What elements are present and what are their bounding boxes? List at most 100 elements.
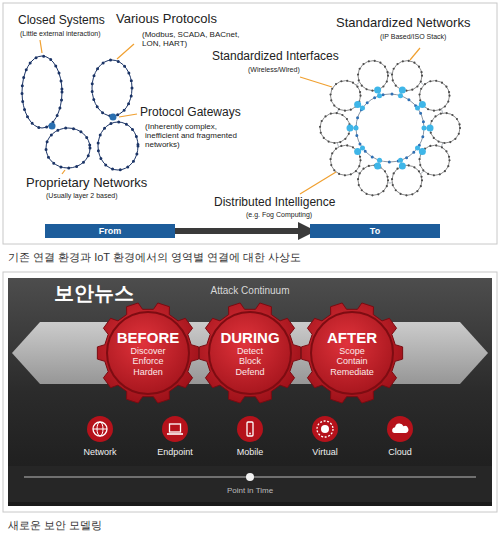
ring-dots bbox=[22, 56, 62, 128]
axis-label: Point in Time bbox=[190, 486, 310, 495]
sub-ring bbox=[419, 145, 449, 175]
callout-note: (Wireless/Wired) bbox=[248, 66, 348, 74]
phase-bar: From bbox=[45, 224, 175, 238]
phase-gear: AFTERScope Contain Remediate bbox=[300, 301, 404, 405]
closed-rings bbox=[22, 56, 138, 170]
bar-label: From bbox=[99, 224, 122, 238]
core-ring bbox=[356, 94, 424, 162]
leader-line bbox=[119, 114, 137, 117]
phase-title: DURING bbox=[220, 329, 279, 346]
phase-bar: To bbox=[310, 224, 440, 238]
interface-dot bbox=[360, 145, 365, 150]
platform-icon: Virtual bbox=[295, 416, 355, 460]
interface-dot bbox=[427, 125, 434, 132]
sub-dots bbox=[430, 113, 460, 143]
continuum-arrow bbox=[12, 322, 488, 384]
icon-label: Mobile bbox=[220, 447, 280, 458]
gateway-dot bbox=[49, 123, 56, 130]
interface-dot bbox=[415, 106, 420, 111]
icon-badge bbox=[87, 416, 113, 442]
leader-line bbox=[62, 170, 65, 174]
dark-ground bbox=[8, 278, 492, 506]
core-dots bbox=[356, 94, 424, 162]
ring bbox=[22, 56, 62, 128]
leader-line bbox=[300, 77, 332, 87]
interface-dot bbox=[377, 158, 382, 163]
phase-steps: Discover Enforce Harden bbox=[108, 346, 188, 378]
time-dot bbox=[246, 473, 254, 481]
sub-dots bbox=[419, 81, 449, 111]
callout-title: Proprietary Networks bbox=[26, 176, 196, 191]
sub-ring bbox=[358, 165, 388, 195]
sub-ring bbox=[392, 61, 422, 91]
sub-dots bbox=[358, 61, 388, 91]
panel-frame bbox=[3, 3, 497, 244]
platform-icon: Network bbox=[70, 416, 130, 460]
platform-icon: Mobile bbox=[220, 416, 280, 460]
icon-badge bbox=[312, 416, 338, 442]
interface-dot bbox=[354, 101, 361, 108]
icon-badge bbox=[387, 416, 413, 442]
callout-title: Various Protocols bbox=[116, 12, 256, 27]
ring bbox=[98, 122, 138, 170]
sub-ring bbox=[331, 81, 361, 111]
ring-dots bbox=[46, 128, 90, 168]
callout-title: Standardized Networks bbox=[336, 16, 496, 31]
interface-dot bbox=[399, 163, 406, 170]
flow-arrow bbox=[175, 228, 310, 234]
figure-caption: 기존 연결 환경과 IoT 환경에서의 영역별 연결에 대한 사상도 bbox=[8, 251, 496, 264]
panel-frame bbox=[3, 272, 497, 512]
callout-note: (e.g. Fog Computing) bbox=[246, 211, 356, 219]
sub-ring bbox=[320, 113, 350, 143]
sub-dots bbox=[331, 145, 361, 175]
phase-title: BEFORE bbox=[117, 329, 180, 346]
sub-dots bbox=[331, 81, 361, 111]
leader-line bbox=[117, 44, 134, 59]
callout-note: (Little external interaction) bbox=[20, 30, 150, 38]
callout-note: (IP Based/ISO Stack) bbox=[380, 33, 490, 41]
ring bbox=[92, 60, 132, 116]
sub-ring bbox=[358, 61, 388, 91]
sub-dots bbox=[320, 113, 350, 143]
callout-note: (Modbus, SCADA, BACnet, LON, HART) bbox=[142, 30, 242, 48]
interface-dot bbox=[415, 145, 420, 150]
callout-title: Distributed Intelligence bbox=[214, 196, 364, 210]
ring-dots bbox=[98, 122, 138, 170]
interface-dot bbox=[419, 148, 426, 155]
interface-dot bbox=[377, 93, 382, 98]
phase-gear: DURINGDetect Block Defend bbox=[198, 301, 302, 405]
leader-line bbox=[410, 48, 420, 60]
icon-badge bbox=[162, 416, 188, 442]
platform-icon: Endpoint bbox=[145, 416, 205, 460]
interface-dot bbox=[399, 86, 406, 93]
interface-dot bbox=[354, 126, 359, 131]
sub-dots bbox=[392, 61, 422, 91]
sub-dots bbox=[358, 165, 388, 195]
icon-label: Virtual bbox=[295, 447, 355, 458]
interface-dot bbox=[422, 126, 427, 131]
sub-dots bbox=[419, 145, 449, 175]
figure-caption: 새로운 보안 모델링 bbox=[8, 519, 496, 532]
callout-note: (Inherently complex, inefficient and fra… bbox=[145, 122, 245, 150]
gateway-dot bbox=[110, 114, 117, 121]
callout-title: Protocol Gateways bbox=[140, 106, 265, 120]
callout-note: (Usually layer 2 based) bbox=[46, 192, 176, 200]
icon-label: Cloud bbox=[370, 447, 430, 458]
bar-label: To bbox=[370, 224, 380, 238]
ring bbox=[46, 128, 90, 168]
continuum-band: Attack ContinuumBEFOREDiscover Enforce H… bbox=[8, 278, 492, 506]
interface-dot bbox=[354, 148, 361, 155]
interface-dot bbox=[374, 86, 381, 93]
sub-ring bbox=[419, 81, 449, 111]
sub-ring bbox=[392, 165, 422, 195]
interface-dot bbox=[398, 158, 403, 163]
sub-dots bbox=[392, 165, 422, 195]
time-strip bbox=[8, 466, 492, 502]
phase-steps: Scope Contain Remediate bbox=[312, 346, 392, 378]
standard-network bbox=[320, 61, 460, 196]
interface-dot bbox=[347, 125, 354, 132]
platform-icon: Cloud bbox=[370, 416, 430, 460]
icon-label: Network bbox=[70, 447, 130, 458]
